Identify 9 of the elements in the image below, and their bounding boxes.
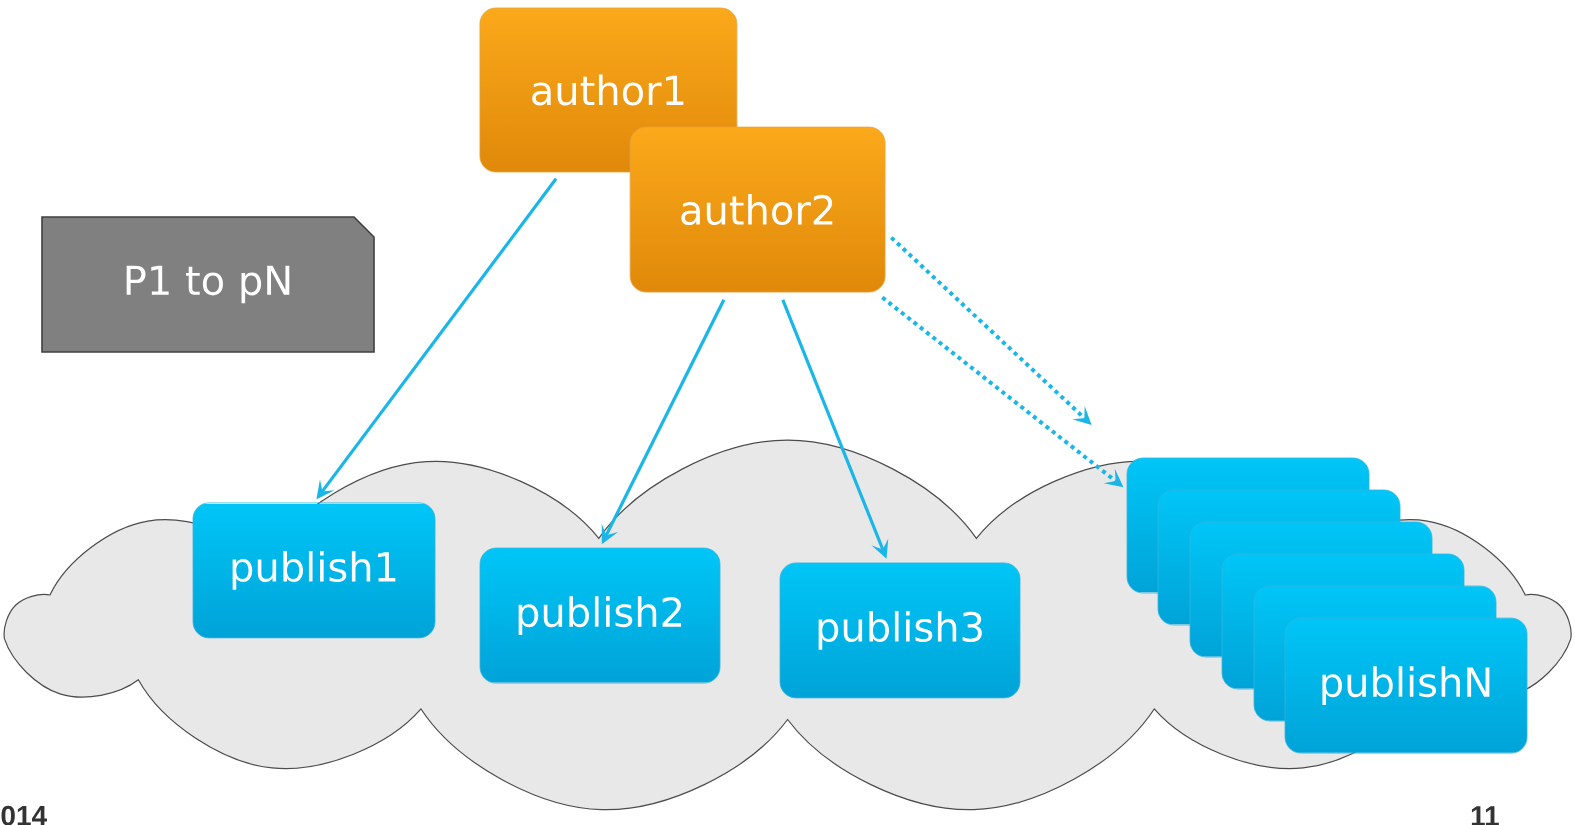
publish-box: publish3 [779, 562, 1021, 699]
publish-box: publish2 [479, 547, 721, 684]
page-number: 11 [1471, 806, 1499, 825]
node-label: publishN [1322, 666, 1490, 705]
note-box: P1 to pN [41, 216, 375, 353]
page-footer-text: 014 [1, 805, 47, 825]
author-box: author2 [629, 126, 886, 293]
stacked-boxes: publishN [1126, 457, 1528, 754]
publish-box: publish1 [192, 502, 436, 639]
